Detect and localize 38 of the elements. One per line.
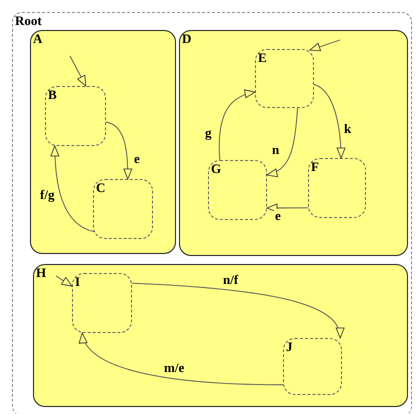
- composite-state: [33, 264, 408, 407]
- state-box: [308, 158, 366, 218]
- edge-label: n/f: [222, 273, 240, 286]
- transition-arrow: [80, 332, 284, 386]
- state-name: J: [286, 340, 292, 353]
- state-name: G: [211, 162, 222, 175]
- state-name: C: [96, 181, 106, 194]
- transition-arrow: [106, 122, 132, 180]
- edge-label: k: [343, 122, 352, 135]
- transition-arrow: [314, 84, 346, 158]
- state-name: H: [36, 266, 46, 279]
- state-name: D: [182, 32, 192, 45]
- initial-transition-arrow: [70, 56, 86, 86]
- state-name: I: [75, 275, 80, 288]
- state-box: [45, 86, 106, 146]
- transition-arrow: [266, 108, 298, 176]
- composite-state: [30, 30, 176, 254]
- composite-state: [179, 30, 408, 256]
- state-box: [208, 160, 267, 220]
- edge-label: e: [274, 209, 282, 222]
- transition-arrow: [50, 146, 96, 232]
- state-name: B: [48, 88, 57, 101]
- initial-transition-arrow: [309, 40, 340, 52]
- edge-label: m/e: [163, 361, 186, 374]
- transition-arrow: [218, 90, 256, 160]
- state-name: F: [311, 160, 319, 173]
- root-state: [12, 12, 412, 414]
- initial-transition-arrow: [56, 276, 72, 287]
- state-name: A: [33, 32, 42, 45]
- edge-label: f/g: [39, 188, 56, 201]
- state-box: [93, 179, 153, 239]
- state-box: [72, 273, 132, 333]
- transition-arrow: [266, 204, 308, 212]
- state-name: Root: [15, 14, 42, 27]
- transition-arrow: [132, 282, 344, 338]
- state-name: E: [258, 51, 267, 64]
- state-box: [283, 338, 342, 395]
- state-box: [255, 49, 314, 108]
